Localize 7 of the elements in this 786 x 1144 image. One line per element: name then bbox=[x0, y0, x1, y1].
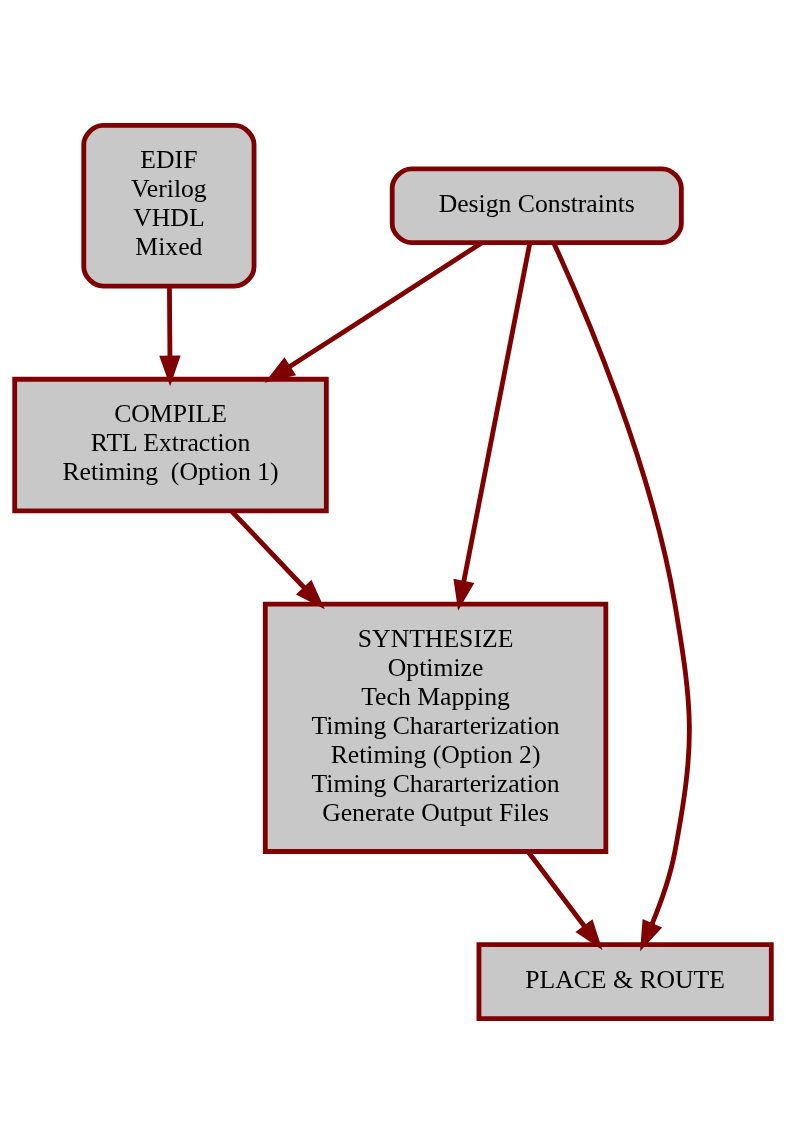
node-box: SYNTHESIZE Optimize Tech Mapping Timing Chararterization Retiming (Option 2) Timing Chararterization Generate Output Files bbox=[262, 601, 609, 854]
node-box: PLACE & ROUTE bbox=[476, 942, 774, 1021]
node-box: EDIF Verilog VHDL Mixed bbox=[81, 123, 257, 289]
node-box: COMPILE RTL Extraction Retiming (Option 1) bbox=[12, 376, 329, 514]
node-box: Design Constraints bbox=[389, 166, 684, 246]
arrow bbox=[453, 242, 533, 611]
arrow bbox=[159, 286, 181, 387]
